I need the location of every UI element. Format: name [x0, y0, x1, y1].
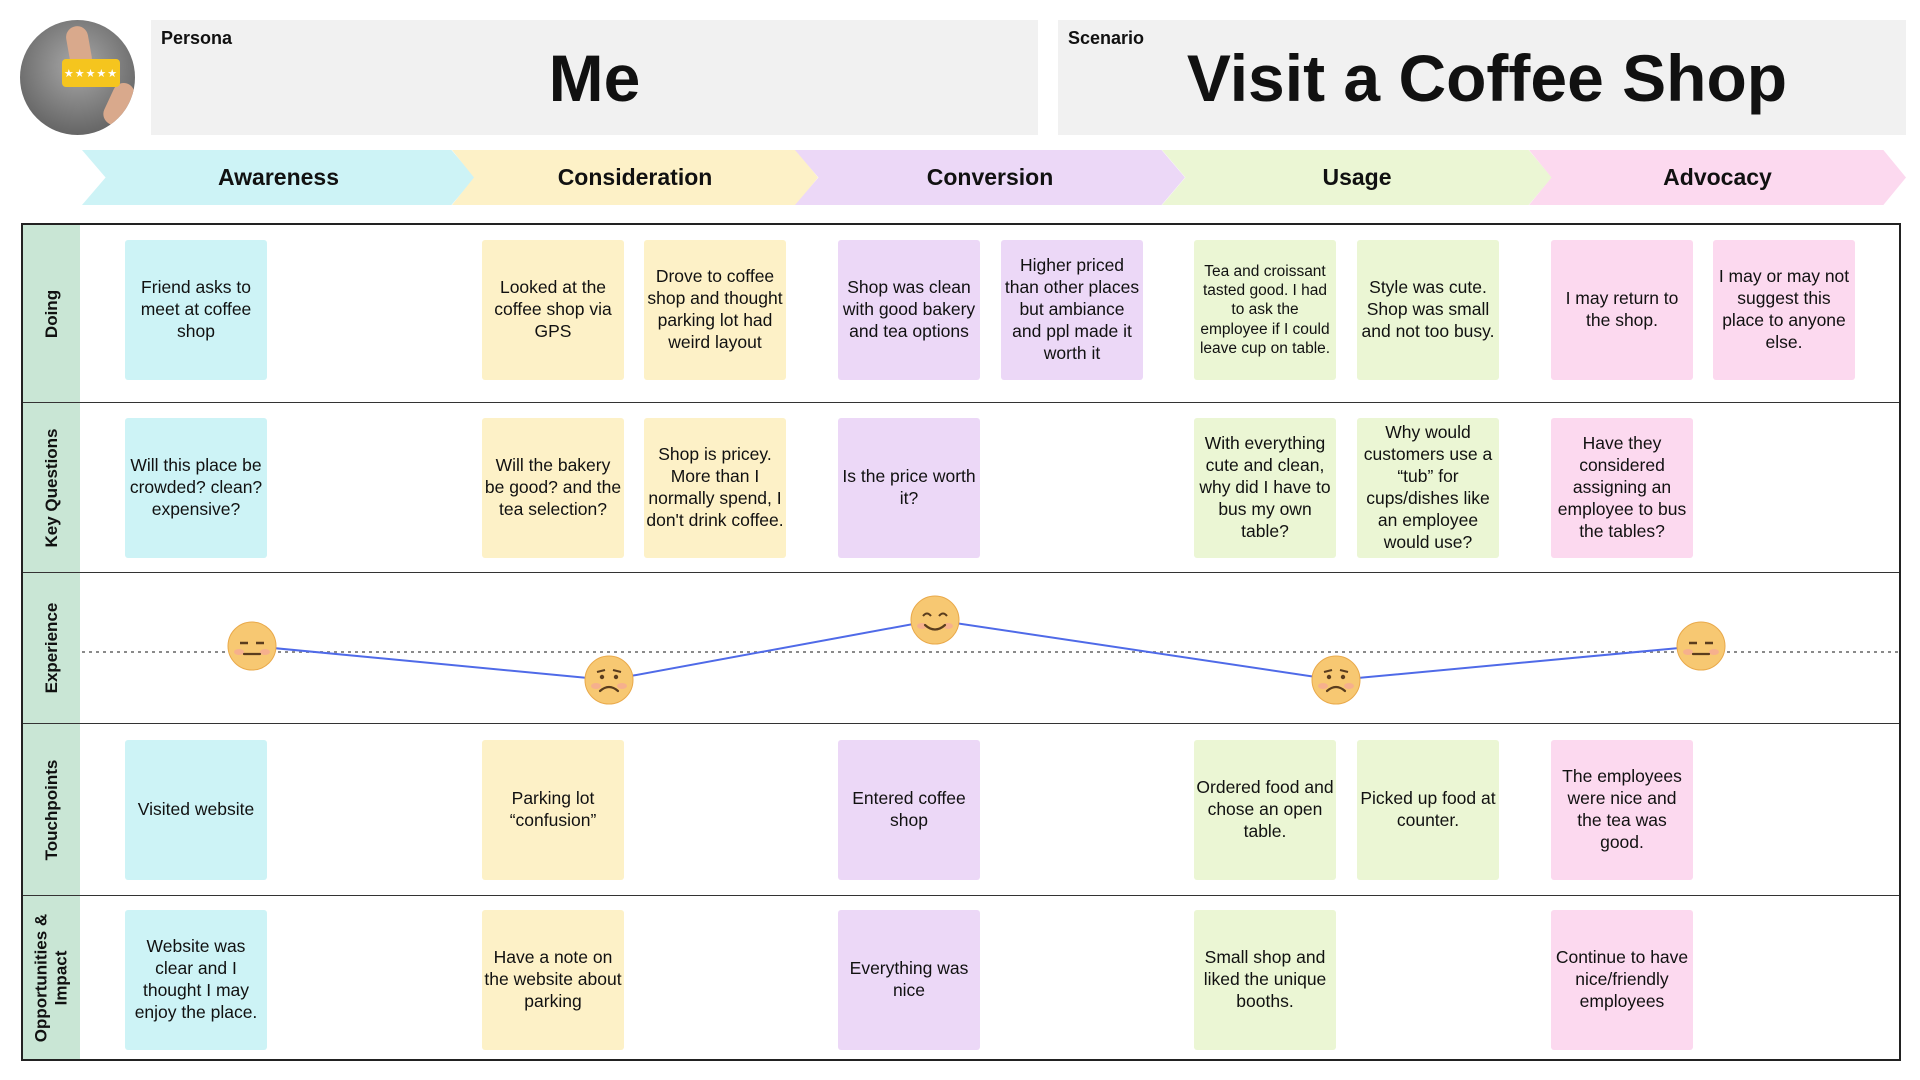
- journey-grid: Doing Key Questions Experience Touchpoin…: [21, 223, 1901, 1061]
- question-note: Shop is pricey. More than I normally spe…: [644, 418, 786, 558]
- row-label-opportunities: Opportunities & Impact: [23, 896, 80, 1059]
- doing-note: Looked at the coffee shop via GPS: [482, 240, 624, 380]
- row-divider: [23, 572, 1899, 573]
- question-note: Have they considered assigning an employ…: [1551, 418, 1693, 558]
- stage-label: Awareness: [217, 164, 340, 190]
- doing-note: Style was cute. Shop was small and not t…: [1357, 240, 1499, 380]
- stage-usage: Usage: [1162, 150, 1552, 205]
- stage-awareness: Awareness: [82, 150, 475, 205]
- stage-label: Usage: [1322, 164, 1392, 190]
- question-note: Will this place be crowded? clean? expen…: [125, 418, 267, 558]
- question-note: Why would customers use a “tub” for cups…: [1357, 418, 1499, 558]
- doing-note: I may or may not suggest this place to a…: [1713, 240, 1855, 380]
- row-label-key-questions: Key Questions: [23, 403, 80, 572]
- opportunity-note: Have a note on the website about parking: [482, 910, 624, 1050]
- stage-advocacy: Advocacy: [1529, 150, 1906, 205]
- five-star-rating-icon: ★★★★★: [62, 59, 120, 87]
- row-label-touchpoints: Touchpoints: [23, 724, 80, 895]
- doing-note: Shop was clean with good bakery and tea …: [838, 240, 980, 380]
- scenario-title: Visit a Coffee Shop: [1186, 40, 1788, 115]
- row-divider: [23, 402, 1899, 403]
- neutral-face-icon: [227, 621, 277, 671]
- sad-face-icon: [584, 655, 634, 705]
- happy-face-icon: [910, 595, 960, 645]
- row-label-doing: Doing: [23, 225, 80, 402]
- persona-name: Me: [548, 40, 641, 115]
- touchpoint-note: Picked up food at counter.: [1357, 740, 1499, 880]
- question-note: With everything cute and clean, why did …: [1194, 418, 1336, 558]
- scenario-label: Scenario: [1068, 28, 1145, 48]
- touchpoint-note: Ordered food and chose an open table.: [1194, 740, 1336, 880]
- persona-box: Persona Me: [151, 20, 1038, 135]
- row-label-experience: Experience: [23, 573, 80, 723]
- stage-conversion: Conversion: [795, 150, 1185, 205]
- question-note: Will the bakery be good? and the tea sel…: [482, 418, 624, 558]
- row-divider: [23, 723, 1899, 724]
- touchpoint-note: Entered coffee shop: [838, 740, 980, 880]
- stage-label: Advocacy: [1663, 164, 1772, 190]
- doing-note: I may return to the shop.: [1551, 240, 1693, 380]
- doing-note: Tea and croissant tasted good. I had to …: [1194, 240, 1336, 380]
- scenario-box: Scenario Visit a Coffee Shop: [1058, 20, 1906, 135]
- neutral-face-icon: [1676, 621, 1726, 671]
- touchpoint-note: The employees were nice and the tea was …: [1551, 740, 1693, 880]
- opportunity-note: Small shop and liked the unique booths.: [1194, 910, 1336, 1050]
- row-divider: [23, 895, 1899, 896]
- question-note: Is the price worth it?: [838, 418, 980, 558]
- stage-label: Conversion: [926, 164, 1054, 190]
- touchpoint-note: Visited website: [125, 740, 267, 880]
- stage-consideration: Consideration: [452, 150, 818, 205]
- touchpoint-note: Parking lot “confusion”: [482, 740, 624, 880]
- doing-note: Drove to coffee shop and thought parking…: [644, 240, 786, 380]
- persona-avatar: ★★★★★: [20, 20, 135, 135]
- doing-note: Friend asks to meet at coffee shop: [125, 240, 267, 380]
- experience-line: [251, 618, 1702, 682]
- doing-note: Higher priced than other places but ambi…: [1001, 240, 1143, 380]
- opportunity-note: Website was clear and I thought I may en…: [125, 910, 267, 1050]
- stage-label: Consideration: [557, 164, 713, 190]
- opportunity-note: Continue to have nice/friendly employees: [1551, 910, 1693, 1050]
- sad-face-icon: [1311, 655, 1361, 705]
- opportunity-note: Everything was nice: [838, 910, 980, 1050]
- persona-label: Persona: [161, 28, 233, 48]
